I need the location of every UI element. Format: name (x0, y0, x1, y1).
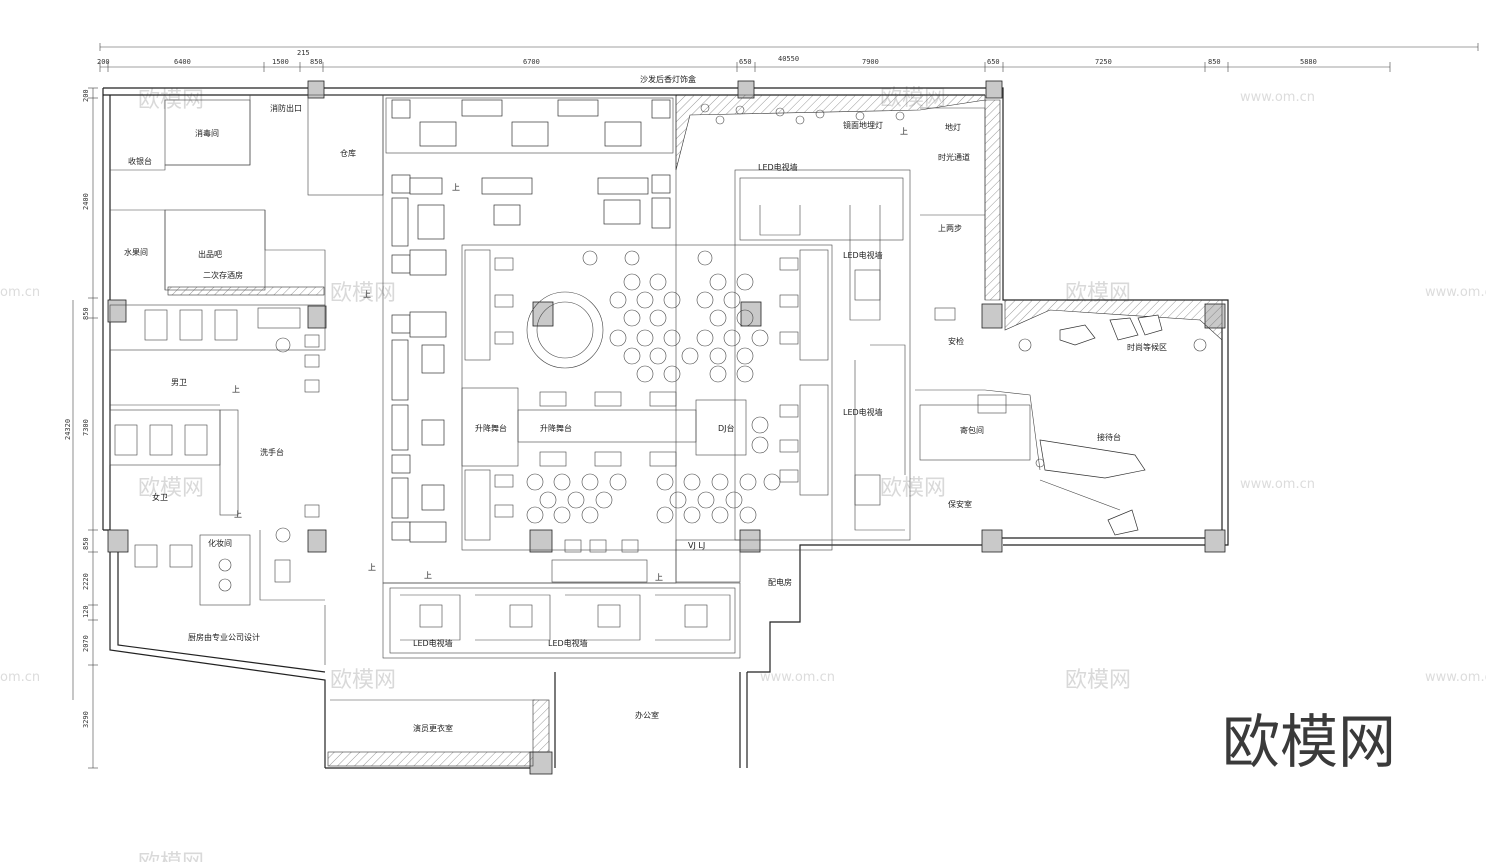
dim-left: 850 (82, 537, 90, 550)
main-hall (382, 94, 833, 659)
label-waiting-area: 时尚等候区 (1127, 342, 1167, 352)
dim-left: 2400 (82, 193, 90, 210)
label-led-2: LED电视墙 (843, 250, 883, 260)
dim-left: 200 (82, 89, 90, 102)
up-marker: 上 (232, 385, 240, 394)
label-led-4: LED电视墙 (413, 638, 453, 648)
dim-top: 6400 (174, 58, 191, 66)
right-side-area (675, 94, 1223, 541)
watermark: 欧模网 (330, 668, 396, 693)
ceiling-spotlights (700, 103, 905, 125)
label-stage-1: 升降舞台 (475, 423, 507, 433)
dim-top: 850 (1208, 58, 1221, 66)
label-led-1: LED电视墙 (758, 162, 798, 172)
up-markers: 上 上 上 上 上 上 上 上 (232, 127, 908, 582)
dim-left: 2220 (82, 573, 90, 590)
dim-left: 3290 (82, 711, 90, 728)
label-security-room: 保安室 (948, 499, 972, 509)
label-storage: 仓库 (340, 148, 356, 158)
watermark-url: www.om.cn (1240, 477, 1315, 492)
dimension-lines: 200 6400 215 1500 850 6700 650 40550 790… (64, 43, 1479, 769)
up-marker: 上 (363, 290, 371, 299)
watermark: 欧模网 (330, 281, 396, 306)
watermark-url: www.om.cn (1425, 285, 1486, 300)
watermark-url: www.om.cn (1240, 90, 1315, 105)
watermark: 欧模网 (1065, 668, 1131, 693)
dim-top: 1500 (272, 58, 289, 66)
up-marker: 上 (234, 510, 242, 519)
label-makeup: 化妆间 (208, 538, 232, 548)
watermark: 欧模网 (880, 476, 946, 501)
dim-top: 850 (310, 58, 323, 66)
brand-logo: 欧模网 (1222, 708, 1396, 776)
label-mens-wc: 男卫 (171, 378, 187, 387)
label-fire-exit: 消防出口 (270, 103, 302, 113)
label-office: 办公室 (635, 710, 659, 720)
label-two-steps: 上两步 (938, 224, 962, 233)
up-marker: 上 (424, 571, 432, 580)
label-washbasin: 洗手台 (260, 447, 284, 457)
dim-top: 40550 (778, 55, 799, 63)
label-ground-lamp: 地灯 (945, 122, 961, 132)
left-service-area (109, 94, 550, 767)
label-dj: DJ台 (718, 423, 735, 433)
label-bag-check: 寄包间 (960, 425, 984, 435)
dim-left: 120 (82, 605, 90, 618)
watermark: 欧模网 (138, 476, 204, 501)
label-sofa-lights: 沙发后香灯饰盒 (640, 74, 696, 84)
up-marker: 上 (452, 183, 460, 192)
dim-left: 2070 (82, 635, 90, 652)
dim-top: 7900 (862, 58, 879, 66)
label-kitchen: 厨房由专业公司设计 (188, 632, 260, 642)
label-bar-out: 出品吧 (198, 249, 222, 259)
label-security-check: 安检 (948, 336, 964, 346)
dim-left: 850 (82, 307, 90, 320)
label-power-room: 配电房 (768, 577, 792, 587)
label-disinfection: 消毒间 (195, 128, 219, 138)
watermark-url-fragment: om.cn (0, 285, 40, 300)
watermark: 欧模网 (138, 851, 204, 862)
label-womens-wc: 女卫 (152, 492, 168, 502)
label-dressing-room: 演员更衣室 (413, 723, 453, 733)
label-led-3: LED电视墙 (843, 407, 883, 417)
up-marker: 上 (900, 127, 908, 136)
dim-top: 6700 (523, 58, 540, 66)
dim-top: 650 (987, 58, 1000, 66)
dim-left: 7300 (82, 419, 90, 436)
watermark: 欧模网 (138, 88, 204, 113)
round-tables (494, 250, 799, 553)
up-marker: 上 (368, 563, 376, 572)
label-time-tunnel: 时光通道 (938, 152, 970, 162)
label-stage-2: 升降舞台 (540, 423, 572, 433)
label-fruit-room: 水果间 (124, 247, 148, 257)
label-reception: 接待台 (1097, 432, 1121, 442)
label-wine-storage: 二次存酒房 (203, 270, 243, 280)
label-led-5: LED电视墙 (548, 638, 588, 648)
up-marker: 上 (655, 573, 663, 582)
label-cashier: 收银台 (128, 156, 152, 166)
dim-top: 7250 (1095, 58, 1112, 66)
dim-top: 650 (739, 58, 752, 66)
room-labels: 消防出口 消毒间 收银台 仓库 水果间 出品吧 二次存酒房 男卫 女卫 洗手台 … (124, 74, 1167, 733)
watermark-url: www.om.cn (1425, 670, 1486, 685)
watermark-layer: 欧模网 欧模网 欧模网 欧模网 欧模网 欧模网 欧模网 欧模网 欧模网 www.… (0, 86, 1486, 862)
label-vj-lj: VJ LJ (688, 541, 705, 550)
dim-top: 200 (97, 58, 110, 66)
watermark-url-fragment: om.cn (0, 670, 40, 685)
dim-top: 5880 (1300, 58, 1317, 66)
watermark-url: www.om.cn (760, 670, 835, 685)
label-floor-lights: 镜面地埋灯 (843, 120, 883, 130)
dim-left: 24320 (64, 419, 72, 440)
dim-top: 215 (297, 49, 310, 57)
